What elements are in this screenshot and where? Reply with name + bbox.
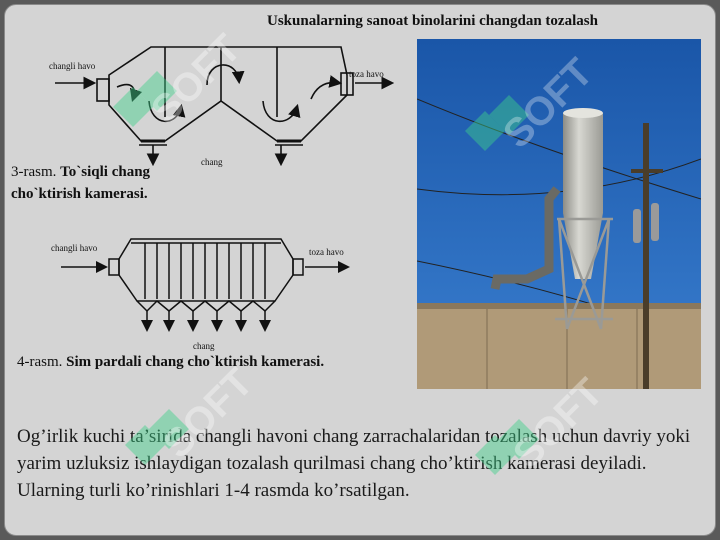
baffle-chamber-diagram: changli havo toza havo chang [49, 46, 395, 167]
slide-title: Uskunalarning sanoat binolarini changdan… [267, 13, 598, 29]
fig4-inlet-label: changli havo [51, 243, 98, 253]
fig4-dust-label: chang [193, 341, 215, 351]
slide: Uskunalarning sanoat binolarini changdan… [4, 4, 716, 536]
figure3-caption-title: To`siqli chang cho`ktirish kamerasi. [11, 164, 151, 202]
fig3-inlet-label: changli havo [49, 61, 96, 71]
fig3-outlet-label: toza havo [349, 69, 384, 79]
figure3-caption-number: 3-rasm. [11, 164, 57, 180]
figure4-caption-number: 4-rasm. [17, 354, 63, 370]
fig4-outlet-label: toza havo [309, 247, 344, 257]
fig3-dust-label: chang [201, 157, 223, 167]
figure4-caption: 4-rasm. Sim pardali chang cho`ktirish ka… [17, 351, 357, 373]
cyclone-photo [417, 39, 701, 389]
figure3-caption: 3-rasm. To`siqli chang cho`ktirish kamer… [11, 161, 221, 205]
figure4-caption-title: Sim pardali chang cho`ktirish kamerasi. [66, 354, 325, 370]
body-paragraph: Og’irlik kuchi ta’sirida changli havoni … [17, 426, 691, 501]
wire-curtain-chamber-diagram: changli havo toza havo chang [51, 238, 350, 351]
